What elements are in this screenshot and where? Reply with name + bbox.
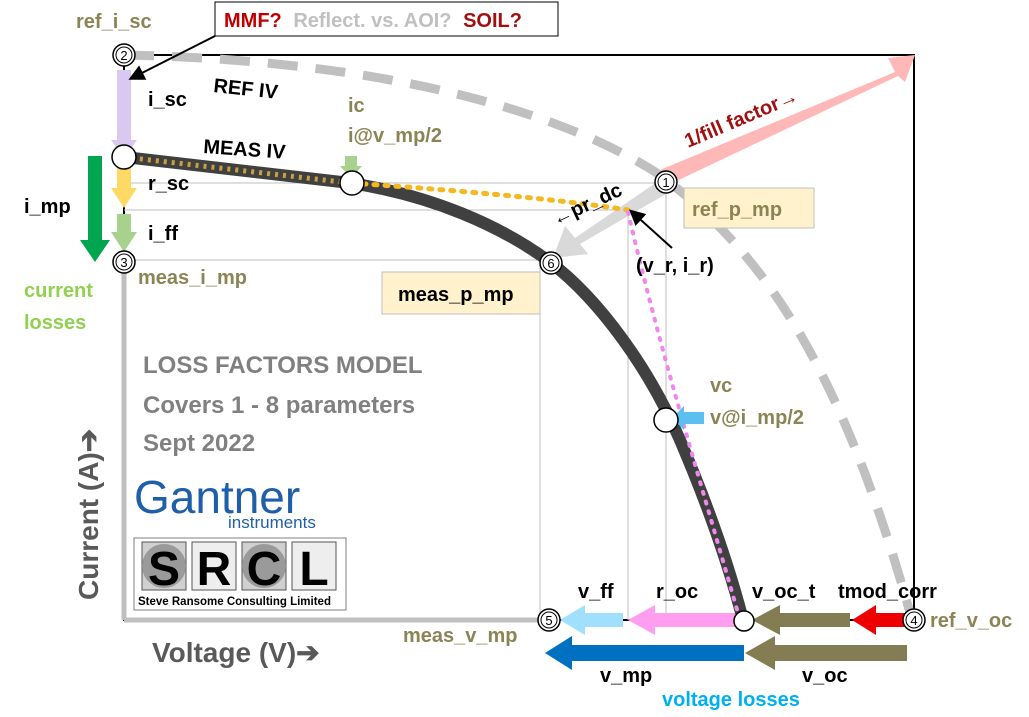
numbered-markers: 1 2 3 4 5 6: [112, 43, 926, 632]
v-ff-label: v_ff: [578, 581, 614, 603]
pr-dc-arrow: [553, 180, 666, 258]
current-losses-label-2: losses: [24, 312, 86, 334]
ref-p-mp-label: ref_p_mp: [692, 199, 782, 221]
ref-iv-label: REF IV: [212, 75, 279, 104]
svg-text:S: S: [148, 543, 180, 596]
marker-3: 3: [112, 250, 136, 274]
title-leader-arrow: [128, 35, 216, 80]
voltage-axis-label: Voltage (V)➔: [152, 637, 320, 668]
srcl-subtitle: Steve Ransome Consulting Limited: [138, 596, 331, 608]
r-sc-label: r_sc: [148, 173, 189, 195]
diagram-labels: ref_i_sc REF IV i_sc ic i@v_mp/2 MEAS IV…: [24, 11, 1012, 711]
srcl-logo: S R C L Steve Ransome Consulting Limited: [133, 537, 347, 611]
srcl-letters: S R C L: [141, 541, 337, 596]
svg-text:1: 1: [662, 175, 669, 190]
vc-label: vc: [710, 375, 732, 397]
gantner-logo: Gantner instruments: [134, 471, 316, 532]
v-oc-label: v_oc: [802, 665, 848, 687]
v-mp-label: v_mp: [600, 665, 652, 687]
svg-text:L: L: [299, 543, 328, 596]
gantner-subtitle: instruments: [228, 513, 316, 532]
meas-iv-label: MEAS IV: [203, 136, 287, 164]
svg-text:R: R: [197, 543, 232, 596]
soil-label: SOIL?: [463, 10, 522, 32]
v-oc-t-label: v_oc_t: [752, 581, 816, 603]
mmf-label: MMF?: [224, 10, 282, 32]
svg-text:3: 3: [120, 255, 127, 270]
tmod-corr-label: tmod_corr: [838, 581, 937, 603]
vc-desc-label: v@i_mp/2: [710, 407, 804, 429]
voltage-loss-arrows: [545, 406, 907, 670]
svg-text:2: 2: [120, 48, 127, 63]
svg-text:MMF? Reflect. vs. AOI?: MMF? Reflect. vs. AOI? SOIL?: [224, 10, 522, 32]
model-line-3: Sept 2022: [143, 430, 255, 457]
fill-factor-arrow: [660, 55, 915, 186]
model-description: LOSS FACTORS MODEL Covers 1 - 8 paramete…: [143, 352, 423, 457]
title-box: MMF? Reflect. vs. AOI? SOIL?: [214, 1, 559, 37]
i-mp-label: i_mp: [24, 196, 71, 218]
r-oc-label: r_oc: [656, 581, 698, 603]
ic-dotted-line: [349, 180, 631, 213]
vr-ir-label: (v_r, i_r): [636, 255, 714, 277]
i-ff-label: i_ff: [148, 223, 178, 245]
marker-5: 5: [537, 608, 561, 632]
svg-text:5: 5: [545, 613, 552, 628]
model-line-1: LOSS FACTORS MODEL: [143, 352, 423, 379]
current-axis-label: Current (A)➔: [73, 429, 104, 600]
meas-p-mp-label: meas_p_mp: [398, 284, 514, 306]
reflect-label: Reflect. vs. AOI?: [293, 10, 451, 32]
marker-2: 2: [112, 43, 136, 67]
marker-4: 4: [902, 608, 926, 632]
i-sc-label: i_sc: [148, 89, 187, 111]
svg-text:C: C: [247, 543, 282, 596]
meas-i-mp-label: meas_i_mp: [138, 267, 247, 289]
meas-p-mp-box: [381, 271, 541, 315]
gantner-wordmark: Gantner: [134, 471, 300, 523]
ref-i-sc-label: ref_i_sc: [76, 11, 152, 33]
marker-6: 6: [539, 251, 563, 275]
ref-p-mp-box: [683, 187, 815, 229]
vr-ir-leader-arrow: [629, 209, 673, 249]
marker-1: 1: [654, 170, 678, 194]
ref-v-oc-label: ref_v_oc: [930, 610, 1012, 632]
curve-points: [111, 144, 755, 632]
ic-desc-label: i@v_mp/2: [348, 125, 442, 147]
meas-v-mp-label: meas_v_mp: [403, 625, 518, 647]
ic-label: ic: [348, 95, 365, 117]
model-line-2: Covers 1 - 8 parameters: [143, 392, 415, 419]
svg-text:4: 4: [910, 613, 917, 628]
voltage-losses-label: voltage losses: [662, 689, 800, 711]
svg-text:6: 6: [547, 256, 554, 271]
current-losses-label-1: current: [24, 280, 93, 302]
meas-iv-dots: [123, 154, 351, 186]
current-loss-arrows: [80, 70, 362, 262]
